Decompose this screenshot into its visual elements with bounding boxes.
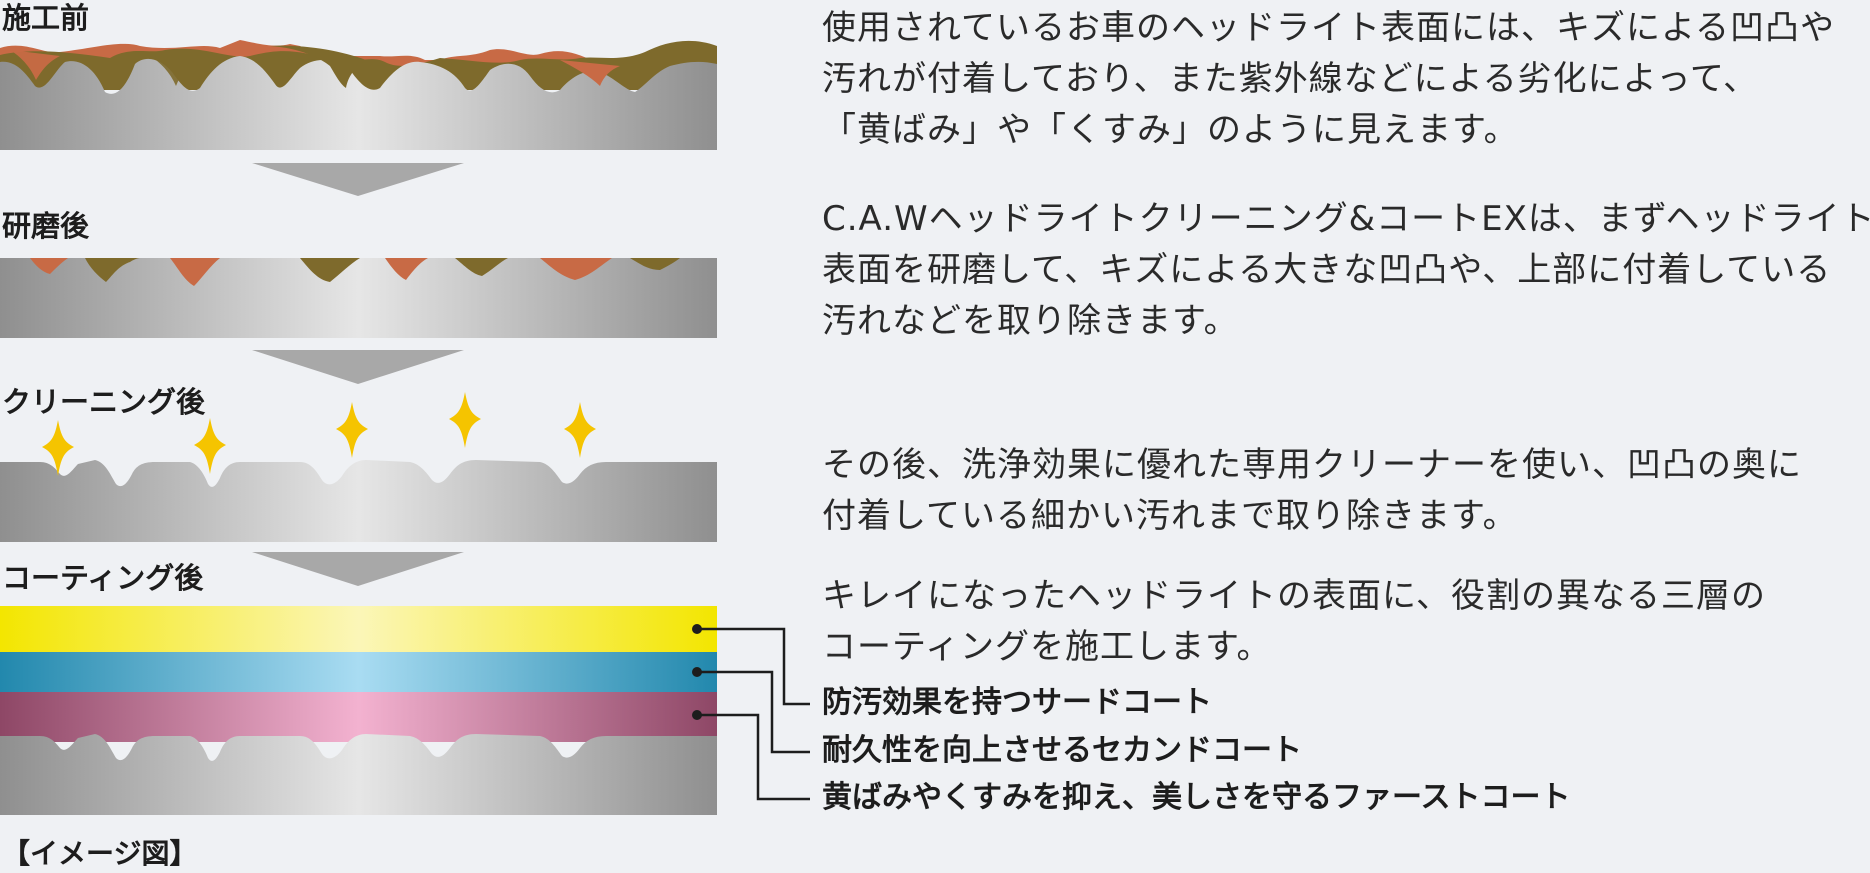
sparkle-icon: [449, 392, 481, 448]
description-before: 使用されているお車のヘッドライト表面には、キズによる凹凸や 汚れが付着しており、…: [822, 3, 1867, 156]
sparkles: [42, 392, 596, 476]
sparkle-icon: [336, 402, 368, 458]
leader-lines: [697, 627, 810, 801]
description-line: コーティングを施工します。: [822, 627, 1272, 667]
leader-dots: [692, 624, 702, 720]
headlight-surface: [0, 56, 717, 150]
dirt-brown: [85, 258, 140, 282]
coat-layer-second: [0, 652, 717, 692]
stage-label-before: 施工前: [2, 1, 90, 35]
coat-layer-first: [0, 692, 717, 742]
headlight-surface: [0, 258, 717, 338]
description-line: 汚れなどを取り除きます。: [822, 301, 1239, 341]
stage-polished-illustration: [0, 258, 717, 338]
description-line: その後、洗浄効果に優れた専用クリーナーを使い、凹凸の奥に: [822, 445, 1802, 485]
description-cleaned: その後、洗浄効果に優れた専用クリーナーを使い、凹凸の奥に 付着している細かい汚れ…: [822, 440, 1867, 542]
leader-dot: [692, 710, 702, 720]
stage-label-cleaned: クリーニング後: [2, 385, 206, 419]
leader-line-first: [697, 713, 810, 801]
description-line: 付着している細かい汚れまで取り除きます。: [822, 496, 1518, 536]
description-line: 汚れが付着しており、また紫外線などによる劣化によって、: [822, 59, 1759, 99]
arrow-down-icon: [252, 350, 464, 384]
leader-dot: [692, 624, 702, 634]
description-line: 表面を研磨して、キズによる大きな凹凸や、上部に付着している: [822, 250, 1832, 290]
sparkle-icon: [42, 420, 74, 476]
leader-dot: [692, 667, 702, 677]
coat-label-second: 耐久性を向上させるセカンドコート: [822, 733, 1302, 768]
stage-label-coated: コーティング後: [2, 561, 204, 595]
stage-before-illustration: [0, 40, 717, 150]
coat-layer-third: [0, 606, 717, 652]
coat-label-third: 防汚効果を持つサードコート: [822, 685, 1212, 720]
sparkle-icon: [564, 402, 596, 458]
headlight-surface: [0, 460, 717, 542]
headlight-surface: [0, 734, 717, 815]
sparkle-icon: [194, 418, 226, 474]
leader-line-third: [697, 627, 810, 706]
description-line: キレイになったヘッドライトの表面に、役割の異なる三層の: [822, 576, 1766, 616]
stage-label-polished: 研磨後: [2, 209, 90, 243]
stage-cleaned-illustration: [0, 460, 717, 542]
coat-label-first: 黄ばみやくすみを抑え、美しさを守るファーストコート: [822, 780, 1571, 815]
description-line: 「黄ばみ」や「くすみ」のように見えます。: [822, 110, 1519, 150]
arrow-down-icon: [252, 163, 464, 196]
stage-coated-illustration: [0, 606, 717, 815]
description-line: C.A.Wヘッドライトクリーニング&コートEXは、まずヘッドライトの: [822, 199, 1870, 239]
description-line: 使用されているお車のヘッドライト表面には、キズによる凹凸や: [822, 8, 1835, 48]
description-polished: C.A.Wヘッドライトクリーニング&コートEXは、まずヘッドライトの 表面を研磨…: [822, 194, 1870, 347]
description-coated: キレイになったヘッドライトの表面に、役割の異なる三層の コーティングを施工します…: [822, 571, 1867, 673]
leader-line-second: [697, 670, 810, 754]
arrow-down-icon: [252, 552, 464, 586]
image-caption: 【イメージ図】: [2, 837, 198, 870]
